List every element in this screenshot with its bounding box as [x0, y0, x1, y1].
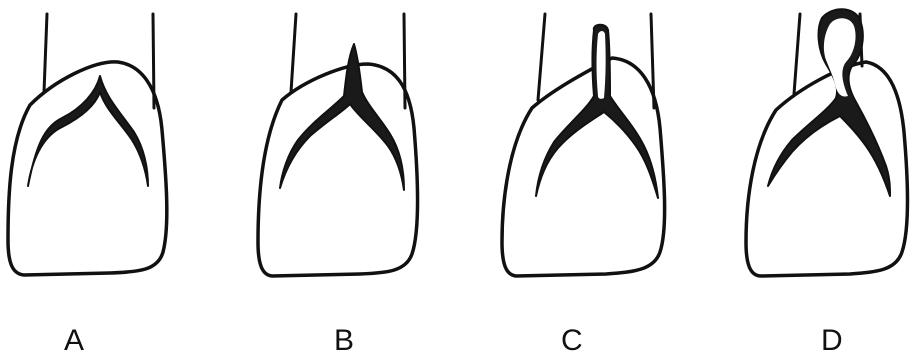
panel-d — [746, 9, 908, 276]
panel-d-root-left — [794, 14, 800, 94]
panel-b-tooth-crown — [258, 64, 418, 276]
panel-c-label: C — [561, 324, 583, 353]
panel-d-label: D — [821, 324, 843, 353]
panel-c-tooth-crown — [502, 58, 665, 276]
panel-c-pulp-highlight — [597, 31, 606, 99]
panel-b-label: B — [334, 324, 354, 353]
panel-b-root-left — [291, 14, 296, 92]
panel-b-pulp — [280, 44, 404, 190]
panel-a-label: A — [64, 324, 84, 353]
panel-a — [8, 14, 167, 275]
panel-c — [502, 14, 665, 276]
panel-c-root-left — [538, 14, 545, 100]
panel-a-root-left — [44, 14, 47, 92]
panel-b — [258, 14, 418, 276]
